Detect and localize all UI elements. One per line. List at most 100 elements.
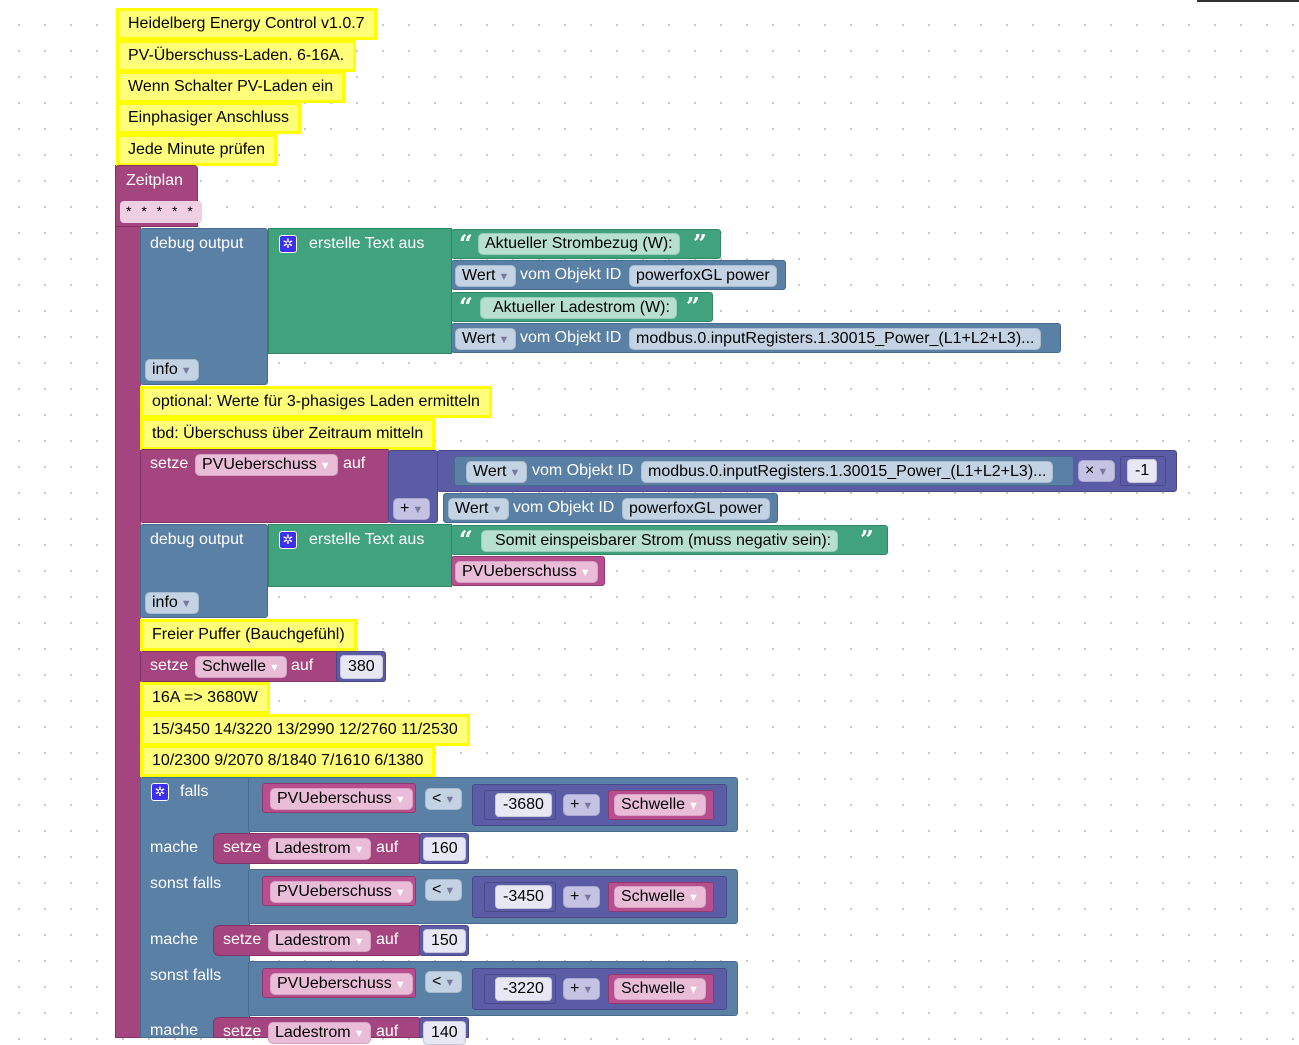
chevron-down-icon: ▼	[353, 844, 365, 856]
setze-label: setze	[223, 1023, 262, 1040]
object-id-field-1[interactable]: powerfoxGL power	[629, 265, 777, 287]
chevron-down-icon: ▼	[1097, 466, 1109, 478]
comment-optional: optional: Werte für 3-phasiges Laden erm…	[140, 386, 492, 418]
text-join-block-1[interactable]	[268, 228, 452, 354]
quote-open-icon: “	[459, 525, 473, 554]
object-id-field-4[interactable]: powerfoxGL power	[622, 498, 770, 520]
mache-label-3: mache	[150, 1022, 199, 1039]
object-id-field-3[interactable]: modbus.0.inputRegisters.1.30015_Power_(L…	[641, 461, 1054, 483]
quote-open-icon: “	[459, 292, 473, 321]
ladestrom-dropdown-1[interactable]: Ladestrom▼	[268, 838, 372, 860]
chevron-down-icon: ▼	[582, 800, 594, 812]
compare-operator-2[interactable]: <▼	[425, 879, 463, 901]
chevron-down-icon: ▼	[444, 794, 456, 806]
schwelle-dropdown-3[interactable]: Schwelle▼	[614, 978, 706, 1000]
gear-icon[interactable]: ✲	[279, 531, 297, 549]
auf-label: auf	[343, 455, 366, 472]
debug-level-dropdown-2[interactable]: info▼	[145, 592, 199, 614]
chevron-down-icon: ▼	[412, 504, 424, 516]
setze-label: setze	[150, 455, 189, 472]
object-id-label-1: vom Objekt ID	[520, 266, 622, 283]
variable-dropdown-schwelle[interactable]: Schwelle▼	[195, 656, 287, 678]
variable-dropdown-4[interactable]: PVUeberschuss▼	[270, 973, 413, 995]
object-id-field-2[interactable]: modbus.0.inputRegisters.1.30015_Power_(L…	[629, 328, 1042, 350]
variable-dropdown-pvueberschuss[interactable]: PVUeberschuss▼	[195, 454, 338, 476]
chevron-down-icon: ▼	[180, 365, 192, 377]
variable-dropdown-1[interactable]: PVUeberschuss▼	[455, 561, 598, 583]
plus-operator-c3[interactable]: +▼	[563, 978, 601, 1000]
threshold-field-1[interactable]: -3680	[495, 793, 552, 817]
chevron-down-icon: ▼	[582, 892, 594, 904]
text-join-label-2: erstelle Text aus	[309, 531, 425, 548]
compare-operator-3[interactable]: <▼	[425, 971, 463, 993]
sonst-falls-label-1: sonst falls	[150, 875, 222, 892]
ladestrom-dropdown-3[interactable]: Ladestrom▼	[268, 1022, 372, 1044]
debug-label-2: debug output	[150, 531, 244, 548]
number-field-380[interactable]: 380	[340, 655, 383, 679]
debug-level-dropdown-1[interactable]: info▼	[145, 359, 199, 381]
schedule-block-spine[interactable]	[115, 165, 141, 1038]
quote-close-icon: ”	[686, 292, 700, 321]
string-value-2[interactable]: Aktueller Ladestrom (W):	[480, 297, 677, 319]
string-value-1[interactable]: Aktueller Strombezug (W):	[478, 233, 680, 255]
gear-icon[interactable]: ✲	[151, 783, 169, 801]
setze-label: setze	[150, 657, 189, 674]
workspace-border	[1197, 0, 1299, 2]
schedule-label: Zeitplan	[126, 172, 183, 189]
schwelle-dropdown-1[interactable]: Schwelle▼	[614, 794, 706, 816]
object-id-label-4: vom Objekt ID	[513, 499, 615, 516]
comment-tbd: tbd: Überschuss über Zeitraum mitteln	[140, 418, 436, 450]
multiply-operator-dropdown[interactable]: ×▼	[1078, 460, 1116, 482]
value-field-3[interactable]: 140	[423, 1021, 466, 1045]
debug-label-1: debug output	[150, 235, 244, 252]
variable-dropdown-3[interactable]: PVUeberschuss▼	[270, 881, 413, 903]
chevron-down-icon: ▼	[319, 460, 331, 472]
wert-dropdown-2[interactable]: Wert▼	[455, 328, 517, 350]
value-field-1[interactable]: 160	[423, 837, 466, 861]
comment-puffer: Freier Puffer (Bauchgefühl)	[140, 619, 357, 651]
comment-table-1: 15/3450 14/3220 13/2990 12/2760 11/2530	[140, 714, 470, 746]
object-id-label-2: vom Objekt ID	[520, 329, 622, 346]
comment-title: Heidelberg Energy Control v1.0.7	[116, 8, 377, 40]
chevron-down-icon: ▼	[394, 794, 406, 806]
number-field-minus1[interactable]: -1	[1127, 459, 1158, 483]
chevron-down-icon: ▼	[180, 598, 192, 610]
variable-dropdown-2[interactable]: PVUeberschuss▼	[270, 788, 413, 810]
comment-condition: Wenn Schalter PV-Laden ein	[116, 71, 346, 103]
object-id-label-3: vom Objekt ID	[532, 462, 634, 479]
plus-operator-c2[interactable]: +▼	[563, 886, 601, 908]
auf-label: auf	[291, 657, 314, 674]
wert-dropdown-3[interactable]: Wert▼	[466, 461, 528, 483]
text-join-block-2[interactable]	[268, 524, 452, 587]
wert-dropdown-1[interactable]: Wert▼	[455, 265, 517, 287]
auf-label: auf	[376, 931, 399, 948]
gear-icon[interactable]: ✲	[279, 235, 297, 253]
chevron-down-icon: ▼	[269, 662, 280, 674]
wert-dropdown-4[interactable]: Wert▼	[448, 498, 510, 520]
threshold-field-2[interactable]: -3450	[495, 885, 552, 909]
chevron-down-icon: ▼	[688, 984, 699, 996]
if-block[interactable]	[140, 777, 250, 1038]
chevron-down-icon: ▼	[394, 887, 406, 899]
quote-open-icon: “	[459, 229, 473, 258]
quote-close-icon: ”	[860, 525, 874, 554]
sonst-falls-label-2: sonst falls	[150, 967, 222, 984]
plus-operator-dropdown[interactable]: +▼	[393, 498, 431, 520]
chevron-down-icon: ▼	[688, 892, 699, 904]
string-value-3[interactable]: Somit einspeisbarer Strom (muss negativ …	[481, 530, 839, 552]
value-field-2[interactable]: 150	[423, 929, 466, 953]
debug-block-1[interactable]	[140, 228, 268, 385]
chevron-down-icon: ▼	[579, 567, 591, 579]
ladestrom-dropdown-2[interactable]: Ladestrom▼	[268, 930, 372, 952]
cron-field[interactable]: * * * * *	[120, 201, 202, 223]
chevron-down-icon: ▼	[491, 504, 503, 516]
chevron-down-icon: ▼	[498, 334, 510, 346]
chevron-down-icon: ▼	[509, 467, 521, 479]
threshold-field-3[interactable]: -3220	[495, 977, 552, 1001]
schwelle-dropdown-2[interactable]: Schwelle▼	[614, 886, 706, 908]
setze-label: setze	[223, 839, 262, 856]
comment-table-2: 10/2300 9/2070 8/1840 7/1610 6/1380	[140, 745, 436, 777]
compare-operator-1[interactable]: <▼	[425, 788, 463, 810]
chevron-down-icon: ▼	[498, 271, 510, 283]
plus-operator-c1[interactable]: +▼	[563, 794, 601, 816]
